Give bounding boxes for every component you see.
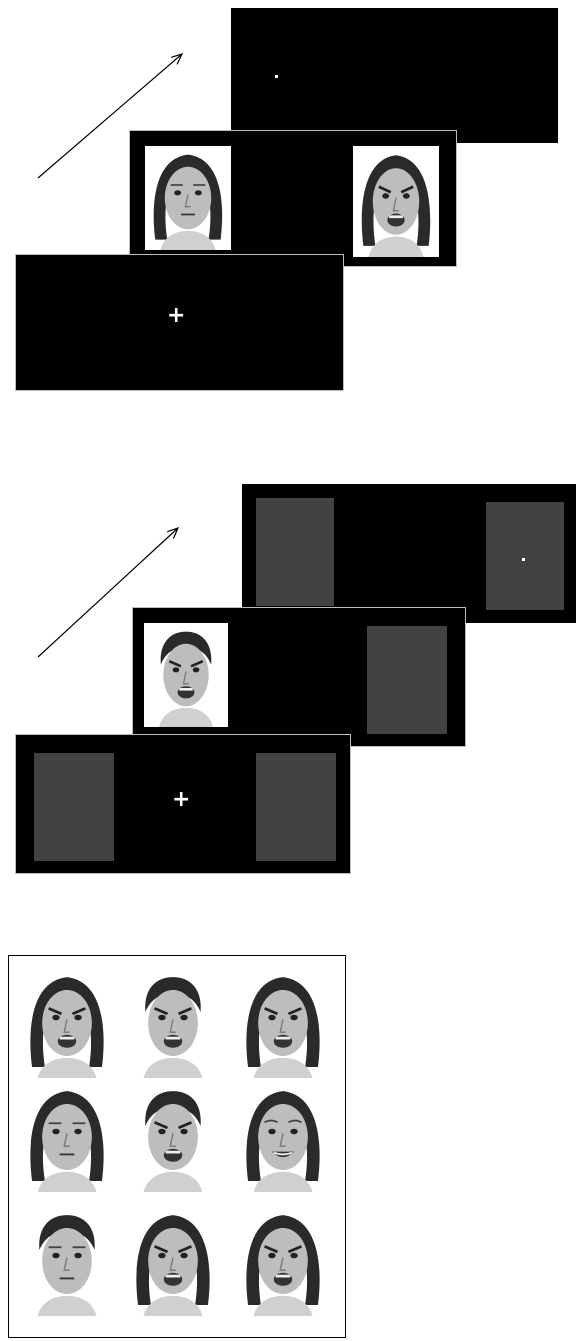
placeholder-right: [486, 502, 564, 610]
probe-dot: [275, 75, 278, 78]
probe-dot: [522, 558, 525, 561]
fixation-cross: +: [172, 789, 190, 811]
grid-face-happy-female: [237, 1082, 329, 1192]
face-neutral-female: [145, 146, 231, 250]
grid-face-angry-female: [237, 1206, 329, 1316]
face-grid: [8, 955, 346, 1338]
grid-face-angry-male: [127, 1082, 219, 1192]
face-angry-male: [144, 623, 228, 727]
face-screen-b: [132, 607, 466, 747]
face-pair-screen-a: [129, 130, 457, 267]
placeholder-left: [34, 753, 114, 861]
grid-face-angry-female: [127, 1206, 219, 1316]
probe-screen-b: [242, 484, 576, 623]
grid-face-angry-male: [127, 968, 219, 1078]
face-angry-female: [353, 146, 439, 257]
placeholder-right: [367, 626, 447, 734]
fixation-cross: +: [167, 305, 185, 327]
grid-face-neutral-female: [21, 1082, 113, 1192]
placeholder-right: [256, 753, 336, 861]
fixation-screen-a: +: [15, 254, 344, 391]
grid-face-angry-female: [21, 968, 113, 1078]
fixation-screen-b: +: [15, 734, 351, 874]
grid-face-neutral-male: [21, 1206, 113, 1316]
grid-face-angry-female: [237, 968, 329, 1078]
placeholder-left: [256, 498, 334, 606]
probe-screen-a: [231, 8, 558, 143]
